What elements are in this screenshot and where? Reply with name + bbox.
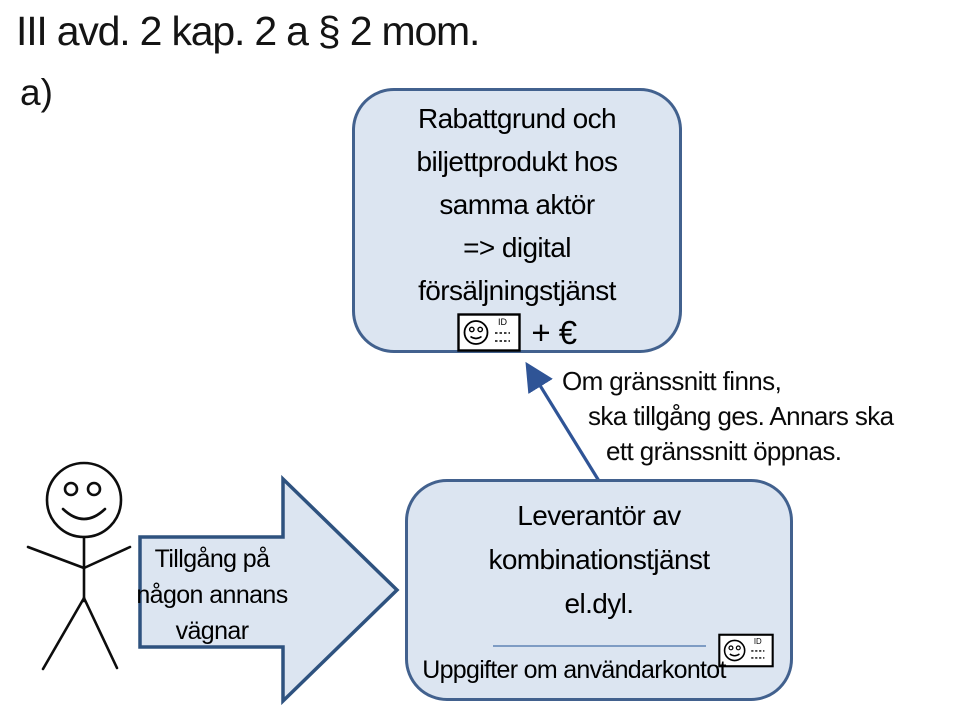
id-card-id-label: ID [754, 637, 762, 646]
bottom-box-content: Leverantör av kombinationstjänst el.dyl. [408, 482, 790, 626]
person-smile [61, 507, 107, 521]
id-card-icon: ID [718, 633, 774, 668]
person-arm-right [82, 545, 132, 570]
bottom-box: Leverantör av kombinationstjänst el.dyl.… [405, 479, 793, 701]
annotation-line: Om gränssnitt finns, [562, 366, 782, 396]
bottom-box-line: Leverantör av [517, 500, 681, 531]
divider-line [493, 645, 706, 647]
flow-arrow-line: någon annans [136, 581, 288, 609]
person-head [45, 461, 123, 539]
top-box-line: försäljningstjänst [418, 275, 616, 306]
flow-arrow-line: vägnar [175, 617, 249, 645]
person-eye-left [63, 481, 79, 497]
person-arm-left [26, 545, 86, 570]
annotation-note: Om gränssnitt finns, ska tillgång ges. A… [562, 364, 894, 469]
up-arrow-connector [525, 361, 601, 482]
top-box-content: Rabattgrund och biljettprodukt hos samma… [355, 91, 679, 352]
top-box-line: samma aktör [439, 189, 595, 220]
person-leg-right [82, 596, 119, 670]
annotation-line: ett gränssnitt öppnas. [606, 436, 842, 466]
annotation-line: ska tillgång ges. Annars ska [588, 401, 894, 431]
bottom-box-line: el.dyl. [564, 588, 635, 619]
flow-arrow-label: Tillgång på någon annans vägnar [134, 541, 290, 649]
top-box-line: biljettprodukt hos [416, 146, 618, 177]
id-card-id-label: ID [498, 317, 508, 327]
top-box-line: => digital [463, 232, 571, 263]
id-card-icon: ID [457, 313, 522, 352]
account-info-label: Uppgifter om användarkontot [422, 656, 726, 684]
top-box-price-row: ID + € [355, 313, 679, 352]
slide-title: III avd. 2 kap. 2 a § 2 mom. [16, 8, 480, 54]
bottom-box-line: kombinationstjänst [488, 544, 710, 575]
person-leg-left [41, 596, 86, 671]
person-eye-right [86, 481, 102, 497]
top-box: Rabattgrund och biljettprodukt hos samma… [352, 88, 682, 353]
flow-arrow-line: Tillgång på [154, 545, 270, 573]
person-icon [26, 461, 132, 671]
top-box-line: Rabattgrund och [417, 103, 617, 134]
right-block-arrow [138, 474, 400, 706]
price-label: + € [531, 313, 577, 351]
section-label: a) [20, 72, 53, 113]
